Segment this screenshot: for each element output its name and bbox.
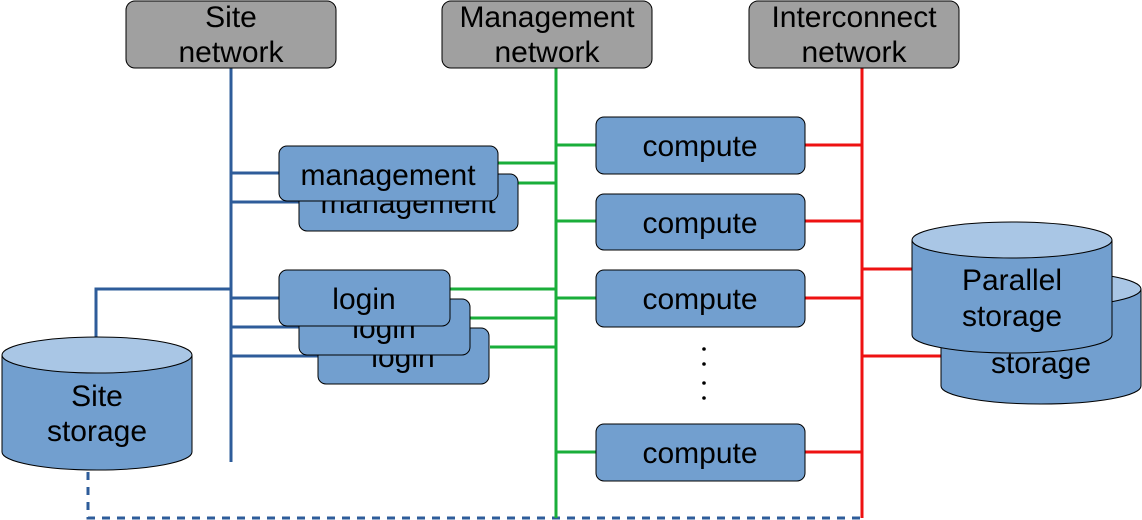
parallel-storage-label-line1: Parallel (962, 264, 1062, 297)
compute-node-4: compute (595, 423, 806, 482)
site-storage-cylinder: Site storage (1, 336, 193, 471)
login-node-1-label: login (332, 283, 395, 316)
compute-node-3-label: compute (642, 283, 757, 316)
compute-node-1: compute (595, 116, 806, 175)
management-network-box: Management network (441, 0, 653, 69)
parallel-storage-label-line2: storage (962, 300, 1062, 333)
site-storage-label-line1: Site (71, 380, 123, 413)
ellipsis-dots (702, 347, 706, 400)
login-node-1: login (278, 269, 451, 327)
compute-node-4-label: compute (642, 437, 757, 470)
interconnect-network-label-line1: Interconnect (771, 1, 937, 34)
site-network-box: Site network (125, 0, 337, 69)
management-node-front: management (278, 145, 499, 202)
interconnect-network-box: Interconnect network (748, 0, 960, 69)
management-network-label-line2: network (494, 36, 600, 69)
compute-node-2-label: compute (642, 207, 757, 240)
compute-node-1-label: compute (642, 130, 757, 163)
site-storage-label-line2: storage (47, 415, 147, 448)
parallel-storage-cylinder-front: Parallel storage (911, 221, 1113, 354)
management-network-label-line1: Management (459, 1, 635, 34)
compute-node-3: compute (595, 269, 806, 328)
site-network-links (86, 68, 862, 520)
interconnect-network-links (805, 68, 942, 518)
site-network-label-line1: Site (205, 1, 257, 34)
interconnect-network-label-line2: network (801, 36, 907, 69)
management-node-front-label: management (300, 159, 476, 192)
site-network-label-line2: network (178, 36, 284, 69)
compute-node-2: compute (595, 193, 806, 251)
management-network-links (450, 68, 597, 518)
